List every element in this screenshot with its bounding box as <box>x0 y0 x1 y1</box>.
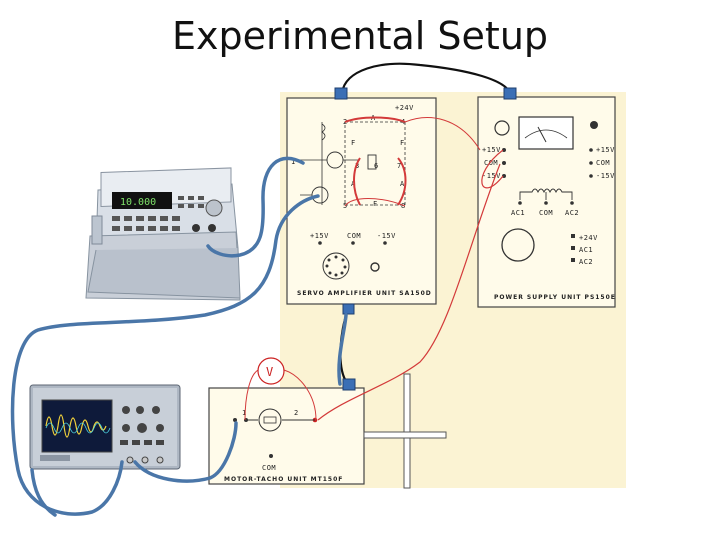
ps-label: -15V <box>482 172 501 180</box>
motor-tacho-name: MOTOR-TACHO UNIT MT150F <box>224 476 343 483</box>
fg-knob-icon <box>205 199 223 217</box>
supply-label: +15V <box>310 232 329 240</box>
transformer-icon <box>519 188 573 200</box>
ps-label: COM <box>596 159 610 167</box>
ps-label: AC1 <box>579 246 593 254</box>
inertia-disc <box>363 373 447 489</box>
fg-display-icon <box>112 192 172 209</box>
terminal-label: 8 <box>401 202 406 210</box>
terminal-label: 6 <box>374 162 379 170</box>
ps-label: AC2 <box>579 258 593 266</box>
terminal-letter: A <box>400 180 405 188</box>
servo-amplifier-unit: +24V 2 1 3 4 5 6 7 8 A F F A F A +15V CO… <box>286 97 437 305</box>
ps-label: +24V <box>579 234 598 242</box>
terminal-label: 1 <box>242 409 247 417</box>
terminal-letter: F <box>400 139 405 147</box>
page-title: Experimental Setup <box>171 14 549 58</box>
power-supply-unit: +15V COM -15V +15V COM -15V AC1 COM AC2 … <box>477 96 616 308</box>
terminal-letter: F <box>373 200 378 208</box>
ps-label: -15V <box>596 172 615 180</box>
fg-display-readout: 10.000 <box>120 197 156 208</box>
ps-label: +15V <box>482 146 501 154</box>
terminal-letter: F <box>351 139 356 147</box>
ps-label: +15V <box>596 146 615 154</box>
servo-amp-name: SERVO AMPLIFIER UNIT SA150D <box>297 290 432 297</box>
oscilloscope <box>29 384 181 470</box>
servo-amp-24v-label: +24V <box>395 104 414 112</box>
power-switch-icon <box>494 120 510 136</box>
terminal-label: 1 <box>291 158 296 166</box>
terminal-label: 2 <box>294 409 299 417</box>
supply-label: -15V <box>377 232 396 240</box>
voltmeter-label: V <box>266 365 274 379</box>
ps-label: AC1 <box>511 209 525 217</box>
socket-icon <box>501 228 535 262</box>
terminal-label: 7 <box>397 162 402 170</box>
voltmeter-icon <box>257 357 285 385</box>
red-wires <box>317 116 504 421</box>
ps-label: AC2 <box>565 209 579 217</box>
connector-blocks <box>334 87 517 391</box>
tacho-icon <box>258 408 282 432</box>
octal-socket-icon <box>322 252 350 280</box>
ps-label: COM <box>539 209 553 217</box>
fuse-icon <box>590 121 598 129</box>
power-supply-name: POWER SUPPLY UNIT PS150E <box>494 294 616 301</box>
ps-label: COM <box>484 159 498 167</box>
com-label: COM <box>262 464 276 472</box>
blue-cables <box>10 156 348 517</box>
motor-tacho-unit: 1 2 COM MOTOR-TACHO UNIT MT150F <box>208 387 365 485</box>
function-generator: 10.000 <box>85 167 241 301</box>
supply-label: COM <box>347 232 361 240</box>
meter-icon <box>518 116 574 150</box>
